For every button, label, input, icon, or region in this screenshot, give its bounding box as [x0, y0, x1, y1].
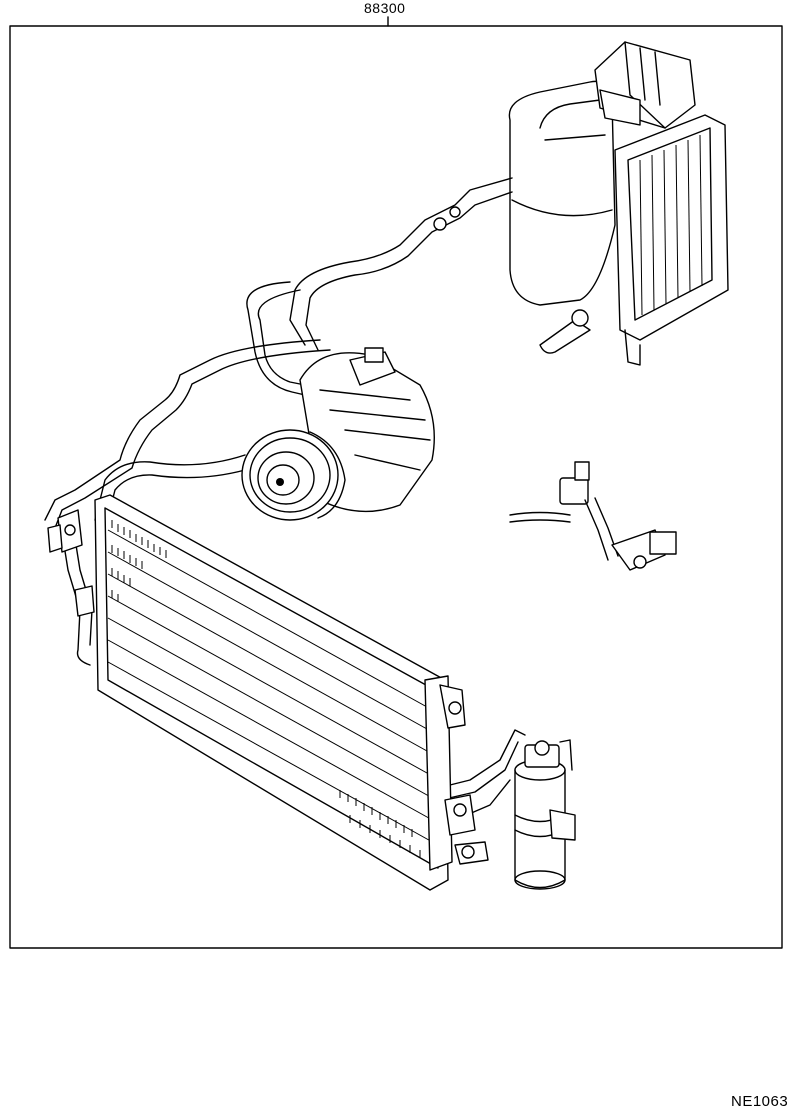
diagram-frame — [9, 25, 783, 949]
condenser — [47, 494, 489, 891]
assembly-part-number: 88300 — [364, 0, 406, 16]
evaporator-unit — [508, 41, 729, 366]
pressure-switch-assembly — [509, 461, 677, 571]
refrigerant-hose-lines — [44, 177, 526, 821]
figure-code: NE1063 — [731, 1093, 789, 1110]
compressor — [241, 347, 435, 521]
receiver-drier — [514, 739, 576, 890]
